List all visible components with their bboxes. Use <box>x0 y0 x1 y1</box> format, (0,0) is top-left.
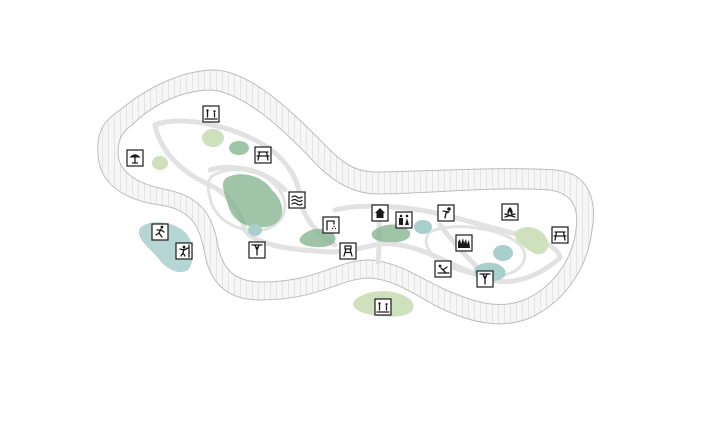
lookout-tower-icon[interactable] <box>339 242 357 260</box>
water <box>414 220 432 234</box>
sunbathing-icon[interactable] <box>434 260 452 278</box>
outdoor-gym-icon[interactable] <box>248 241 266 259</box>
house-icon[interactable] <box>371 204 389 222</box>
lawn <box>202 129 224 147</box>
parasol-icon[interactable] <box>126 149 144 167</box>
picnic-table-icon[interactable] <box>551 226 569 244</box>
running-icon[interactable] <box>151 223 169 241</box>
lawns <box>138 129 549 317</box>
lawn <box>229 141 249 155</box>
lawn <box>514 227 549 255</box>
fitness-icon[interactable] <box>455 234 473 252</box>
lawn <box>371 224 411 243</box>
campfire-icon[interactable] <box>501 203 519 221</box>
water <box>493 245 513 261</box>
lawn <box>222 174 283 228</box>
climbing-icon[interactable] <box>175 242 193 260</box>
path-loop <box>206 168 287 232</box>
water-icon[interactable] <box>288 191 306 209</box>
lawn <box>152 156 168 170</box>
picnic-table-icon[interactable] <box>254 146 272 164</box>
shower-icon[interactable] <box>322 216 340 234</box>
outdoor-gym-icon[interactable] <box>476 270 494 288</box>
family-picnic-icon[interactable] <box>202 105 220 123</box>
poi-icons <box>126 105 569 316</box>
family-picnic-icon[interactable] <box>374 298 392 316</box>
water <box>248 224 262 236</box>
ball-game-icon[interactable] <box>437 204 455 222</box>
toilets-icon[interactable] <box>395 211 413 229</box>
